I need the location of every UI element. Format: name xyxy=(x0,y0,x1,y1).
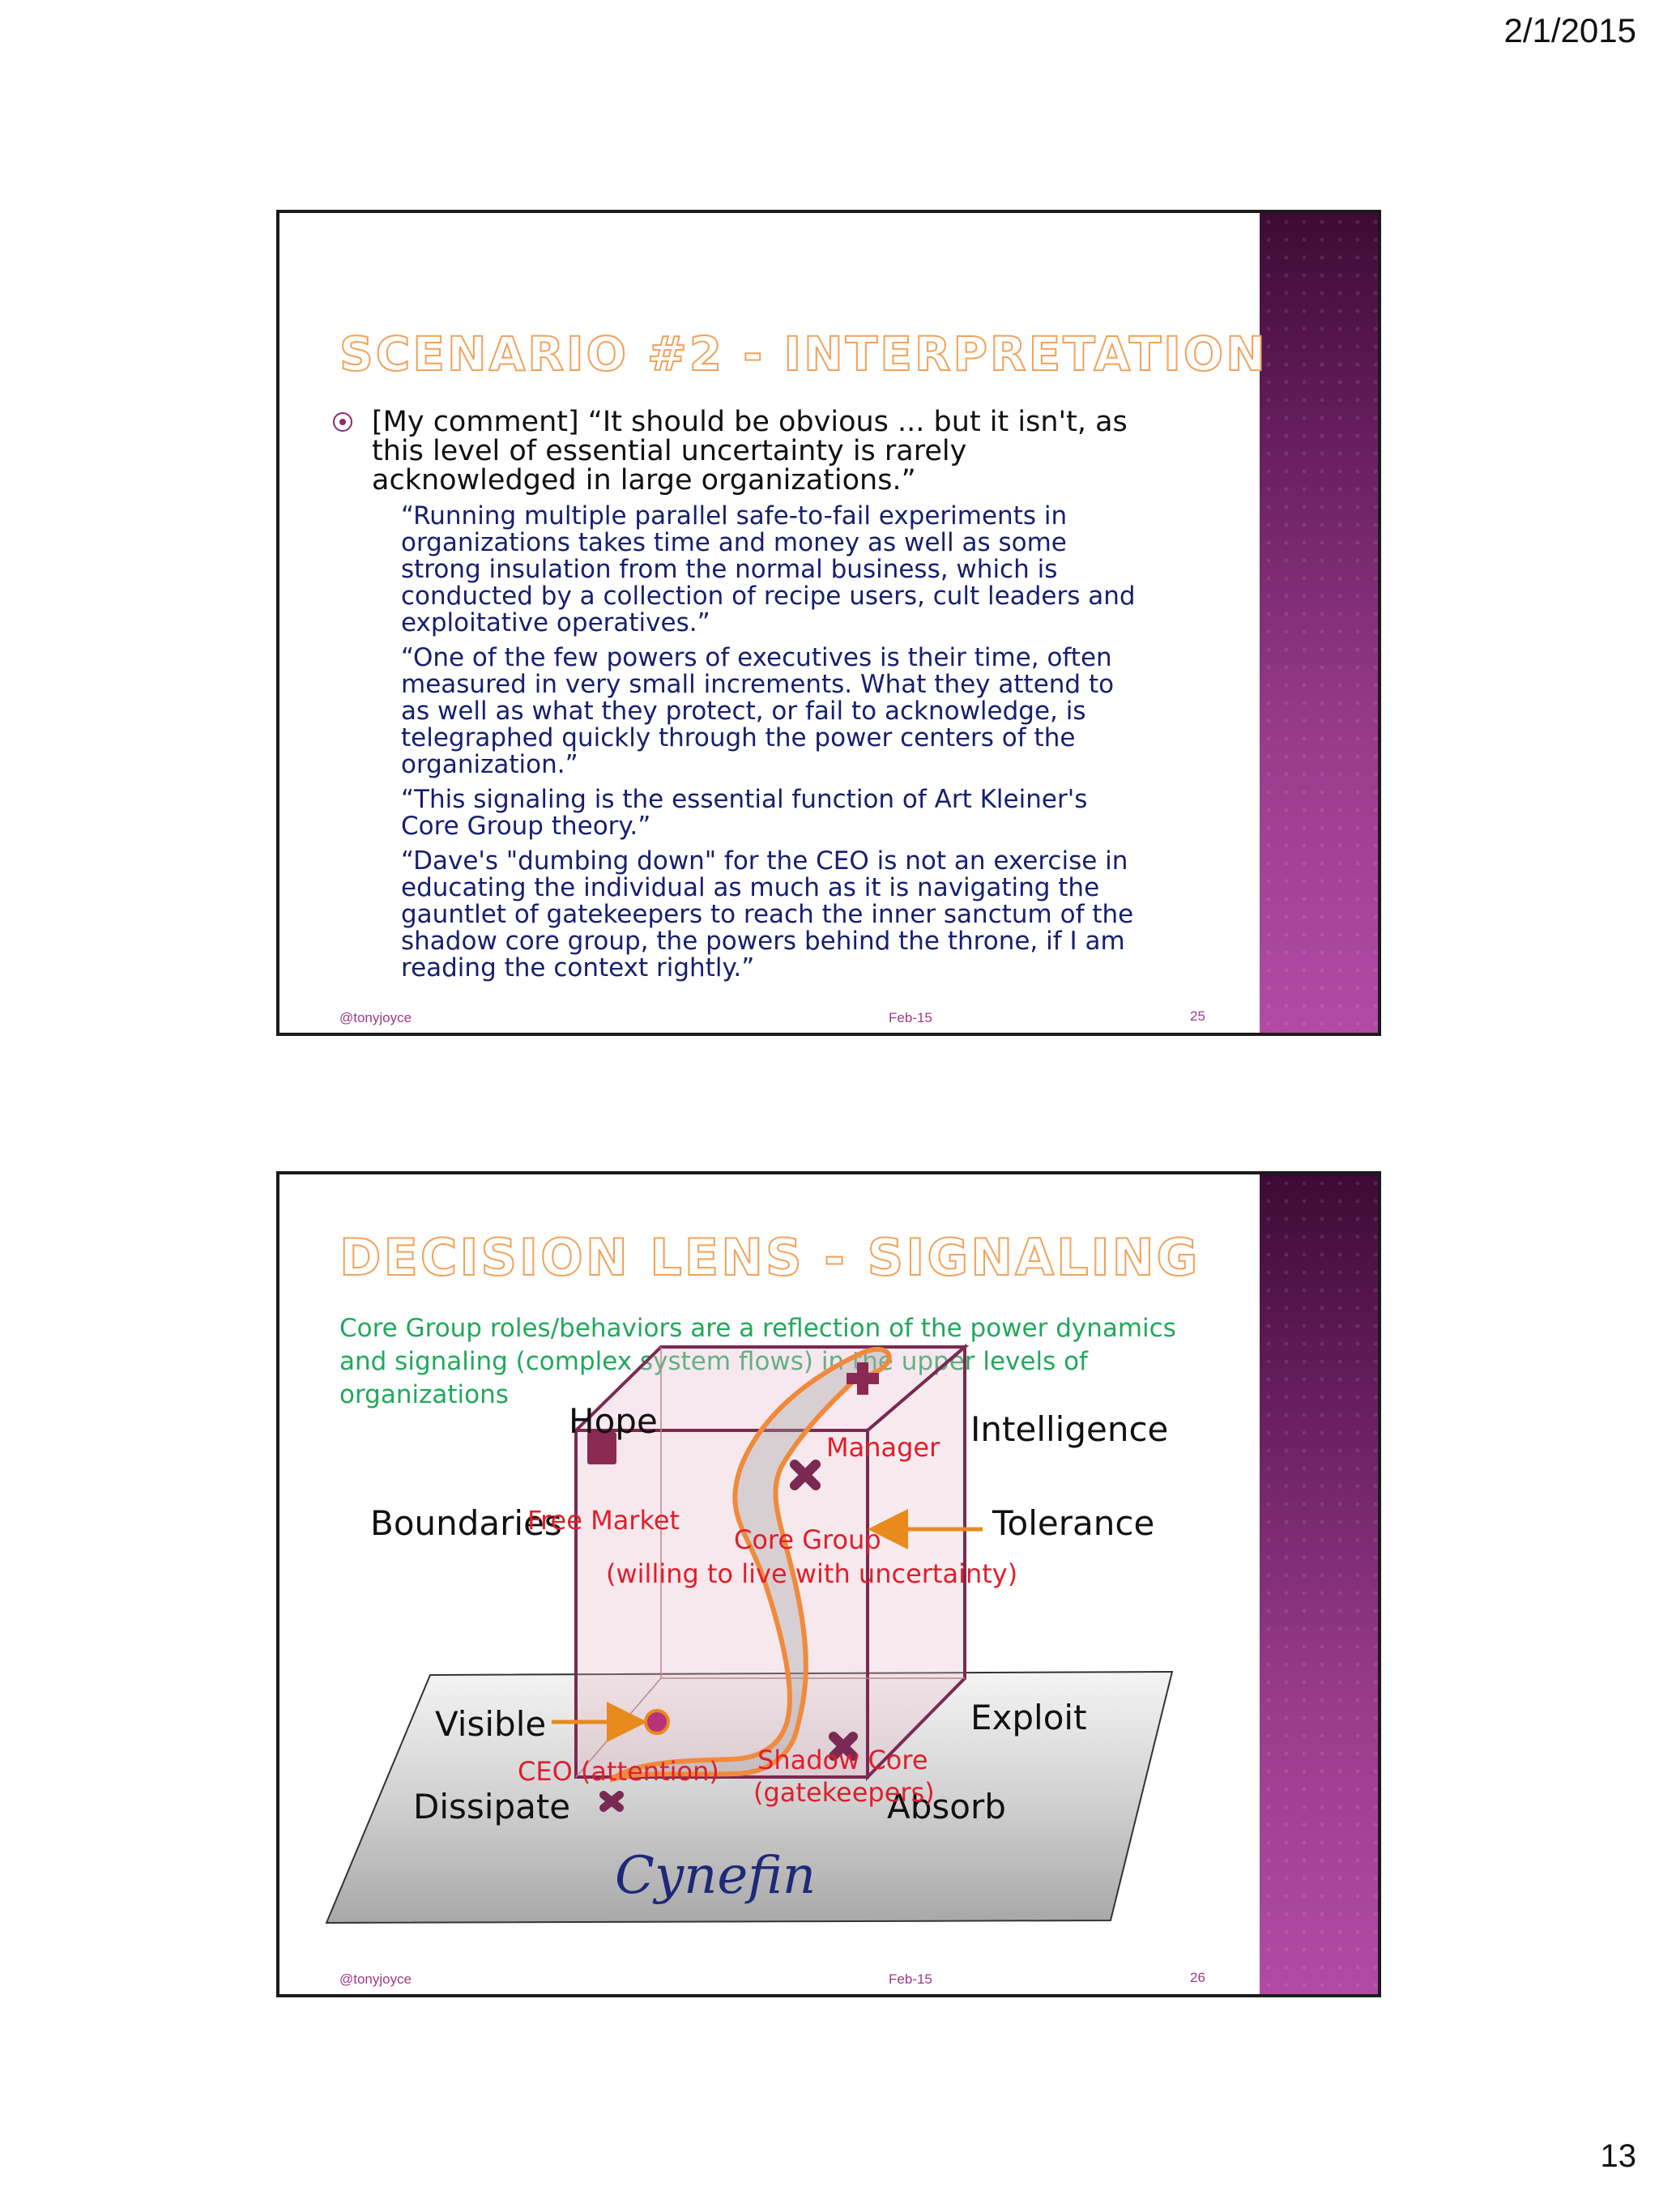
slide-side-band xyxy=(1260,1174,1378,1994)
sub-bullet-text: “Running multiple parallel safe-to-fail … xyxy=(401,501,1136,637)
label-core-group-note: (willing to live with uncertainty) xyxy=(606,1558,1018,1589)
label-manager: Manager xyxy=(826,1432,940,1463)
label-absorb: Absorb xyxy=(887,1787,1006,1826)
cynefin-plane xyxy=(325,1670,1174,1924)
sub-bullet: “One of the few powers of executives is … xyxy=(372,645,1143,778)
slide-subtitle: Core Group roles/behaviors are a reflect… xyxy=(339,1314,1176,1409)
footer-date: Feb-15 xyxy=(889,1971,932,1987)
signaling-diagram xyxy=(325,1343,1174,1924)
label-exploit: Exploit xyxy=(970,1698,1087,1737)
label-shadow-core-note: (gatekeepers) xyxy=(753,1777,935,1808)
manager-marker-icon xyxy=(847,1362,879,1395)
circle-bullet-icon xyxy=(333,412,372,432)
shadow-core-marker-icon xyxy=(829,1732,858,1761)
sub-bullet: “Dave's "dumbing down" for the CEO is no… xyxy=(372,848,1143,982)
slide-26: Decision Lens - Signaling Core Group rol… xyxy=(276,1171,1381,1997)
slide-side-band xyxy=(1260,213,1378,1033)
label-visible: Visible xyxy=(435,1704,547,1744)
label-intelligence: Intelligence xyxy=(970,1409,1169,1449)
free-market-marker-icon xyxy=(587,1432,616,1464)
label-tolerance: Tolerance xyxy=(992,1503,1155,1543)
slide-25: Scenario #2 - Interpretation [My comment… xyxy=(276,210,1381,1036)
bullet-text: [My comment] “It should be obvious ... b… xyxy=(372,406,1128,497)
label-dissipate: Dissipate xyxy=(413,1787,571,1826)
footer-author: @tonyjoyce xyxy=(339,1010,412,1025)
sub-bullet: “This signaling is the essential functio… xyxy=(372,786,1143,840)
label-shadow-core: Shadow Core xyxy=(757,1745,928,1775)
footer-slide-number: 26 xyxy=(1190,1970,1205,1985)
label-boundaries: Boundaries xyxy=(370,1503,562,1543)
visible-point-icon xyxy=(644,1709,670,1735)
slide-body: [My comment] “It should be obvious ... b… xyxy=(333,407,1143,982)
page-number: 13 xyxy=(1600,2138,1637,2174)
cube xyxy=(572,1343,970,1781)
bullet-level1: [My comment] “It should be obvious ... b… xyxy=(333,407,1143,495)
page-date: 2/1/2015 xyxy=(1503,11,1637,49)
label-cynefin: Cynefin xyxy=(615,1846,817,1906)
label-free-market: Free Market xyxy=(527,1505,680,1536)
footer-author: @tonyjoyce xyxy=(339,1971,412,1987)
core-group-marker-icon xyxy=(790,1460,821,1490)
sub-bullet-text: “One of the few powers of executives is … xyxy=(401,643,1115,779)
sub-bullet-text: “This signaling is the essential functio… xyxy=(401,785,1088,841)
label-core-group: Core Group xyxy=(734,1524,881,1555)
signal-flow-band xyxy=(608,1346,892,1783)
label-ceo: CEO (attention) xyxy=(518,1756,719,1787)
sub-bullet-text: “Dave's "dumbing down" for the CEO is no… xyxy=(401,846,1134,982)
sub-bullet: “Running multiple parallel safe-to-fail … xyxy=(372,503,1143,637)
label-hope: Hope xyxy=(569,1401,658,1441)
footer-slide-number: 25 xyxy=(1190,1008,1205,1024)
slide-title: Decision Lens - Signaling xyxy=(339,1227,1201,1288)
cube-front-face xyxy=(574,1429,869,1779)
slide-title: Scenario #2 - Interpretation xyxy=(339,326,1268,382)
footer-date: Feb-15 xyxy=(889,1010,932,1025)
ceo-marker-icon xyxy=(599,1791,624,1812)
